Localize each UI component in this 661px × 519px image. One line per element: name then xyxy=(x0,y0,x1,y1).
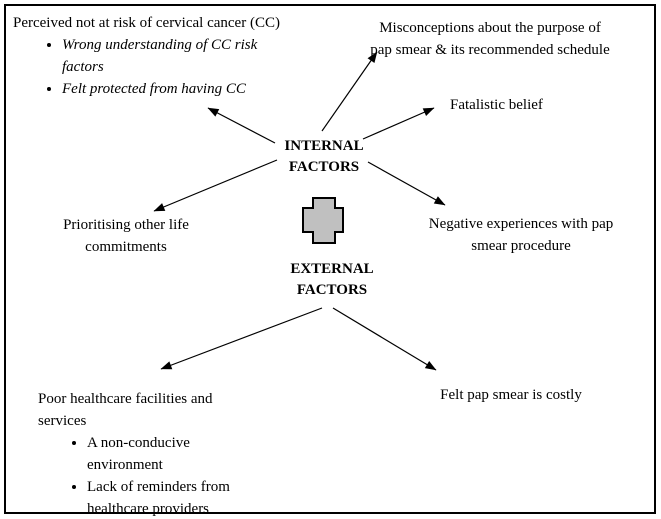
arrow-internal-to-perceived xyxy=(207,107,276,144)
external-factors-hub: EXTERNAL FACTORS xyxy=(290,261,374,298)
prioritising-block: Prioritising other life commitments xyxy=(63,217,189,255)
diagram-border xyxy=(4,4,656,514)
medical-cross-icon xyxy=(302,197,344,244)
bullet-item: Felt protected from having CC xyxy=(62,78,267,100)
arrow-external-to-poor-healthcare xyxy=(160,307,323,370)
misconceptions-block: Misconceptions about the purpose of pap … xyxy=(370,20,610,58)
internal-factors-hub: INTERNAL FACTORS xyxy=(284,138,364,175)
arrow-internal-to-misconceptions xyxy=(321,51,378,132)
negative-experiences-block: Negative experiences with pap smear proc… xyxy=(428,216,614,254)
bullet-item: A non-conducive environment xyxy=(87,432,250,476)
arrow-internal-to-prioritising xyxy=(153,159,278,212)
poor-healthcare-bullet-list: A non-conducive environment Lack of remi… xyxy=(38,432,250,519)
costly-label: Felt pap smear is costly xyxy=(440,387,582,403)
perceived-title: Perceived not at risk of cervical cancer… xyxy=(13,15,280,31)
perceived-bullet-list: Wrong understanding of CC risk factors F… xyxy=(13,34,267,100)
poor-healthcare-block: Poor healthcare facilities and services … xyxy=(38,388,250,519)
poor-healthcare-title: Poor healthcare facilities and services xyxy=(38,391,213,429)
arrow-internal-to-fatalistic xyxy=(362,107,435,140)
perceived-block: Perceived not at risk of cervical cancer… xyxy=(13,12,333,100)
bullet-item: Lack of reminders from healthcare provid… xyxy=(87,476,250,519)
arrow-internal-to-negative-experiences xyxy=(367,161,446,206)
arrow-external-to-costly xyxy=(332,307,437,371)
fatalistic-label: Fatalistic belief xyxy=(450,97,543,113)
bullet-item: Wrong understanding of CC risk factors xyxy=(62,34,267,78)
